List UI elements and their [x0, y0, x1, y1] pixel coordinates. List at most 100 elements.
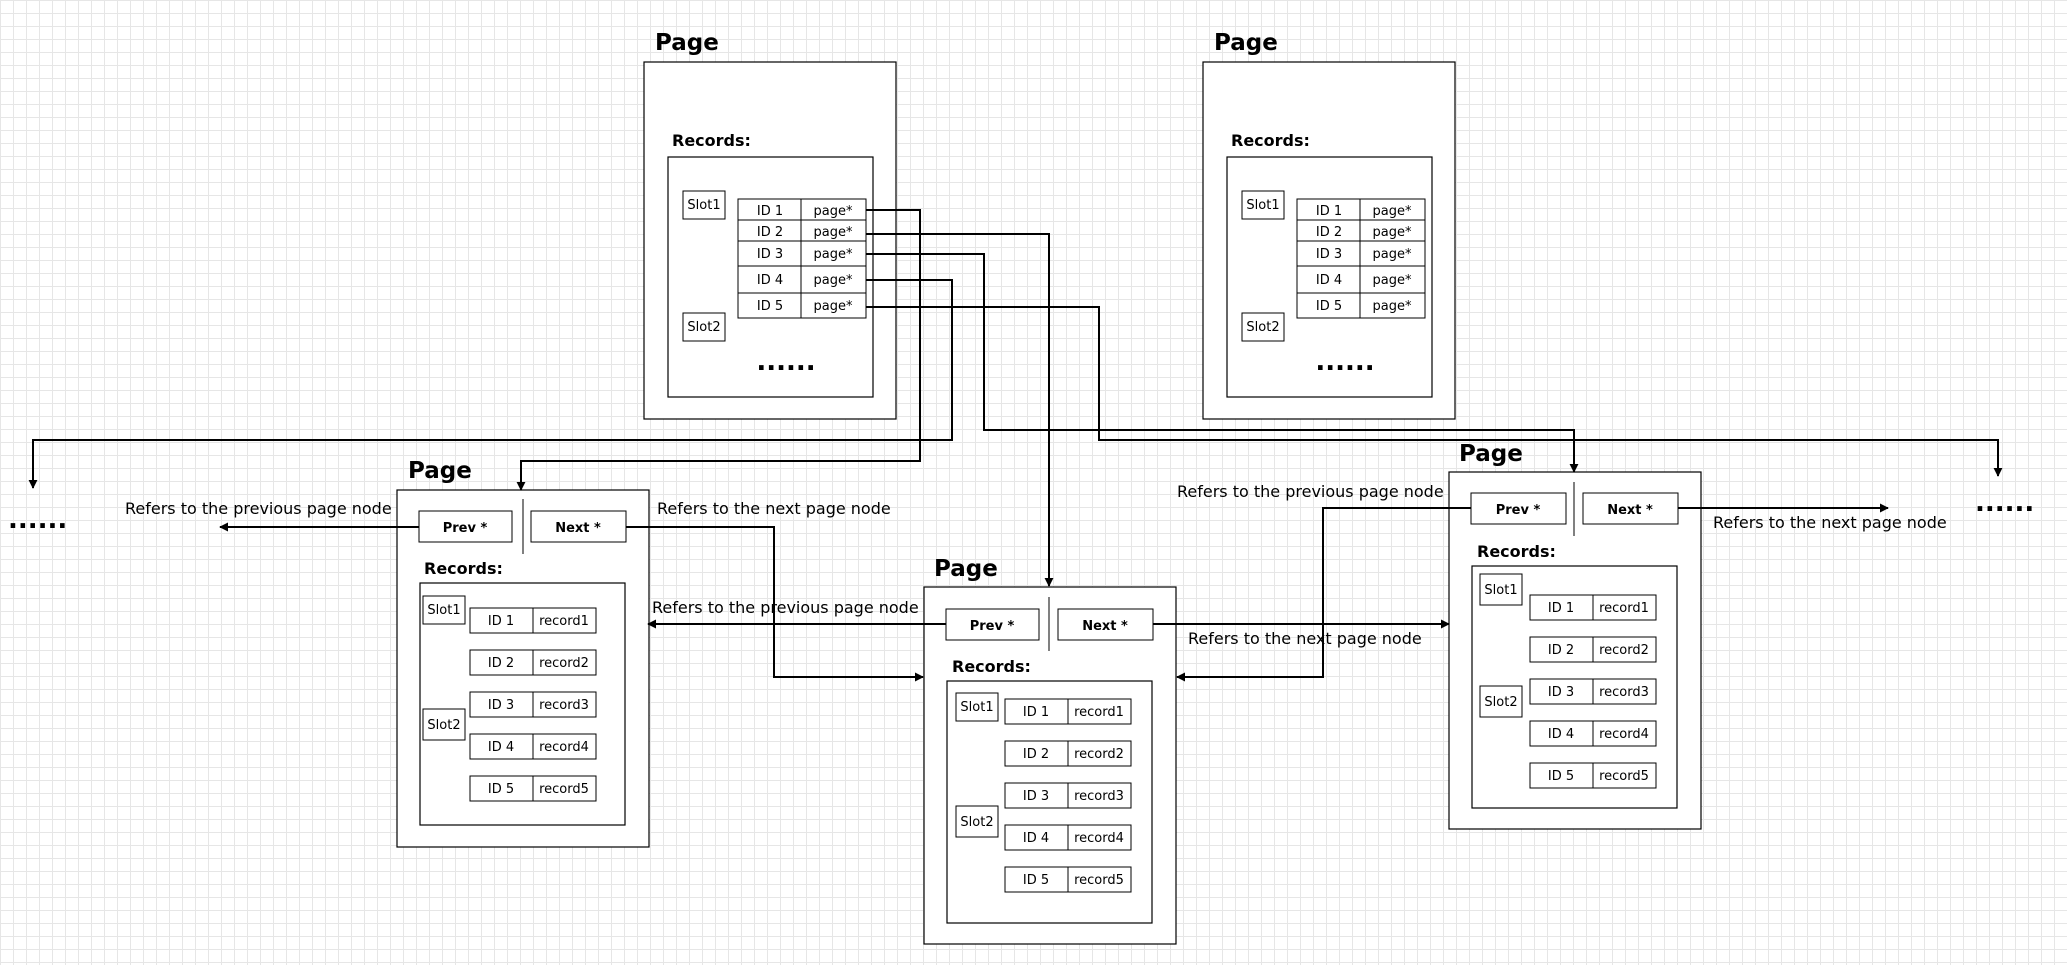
pointer-arrow-id1 — [516, 209, 921, 491]
prev-ref-label-right: Refers to the previous page node — [1177, 482, 1444, 501]
page-title: Page — [408, 458, 472, 484]
index-pointer: page* — [814, 299, 853, 314]
prev-ref-label-left: Refers to the previous page node — [125, 499, 392, 518]
record-id: ID 1 — [1548, 601, 1574, 616]
records-label: Records: — [952, 657, 1031, 676]
prev-pointer-label: Prev * — [443, 521, 488, 536]
index-id: ID 3 — [1316, 247, 1342, 262]
annotations: Refers to the previous page node Refers … — [8, 482, 2034, 648]
record-value: record1 — [539, 614, 589, 629]
prev-ref-label-middle: Refers to the previous page node — [652, 598, 919, 617]
record-id: ID 5 — [1548, 769, 1574, 784]
page-title: Page — [934, 556, 998, 582]
index-pointer: page* — [1373, 247, 1412, 262]
index-pointer: page* — [814, 225, 853, 240]
record-id: ID 3 — [488, 698, 514, 713]
slot2-label: Slot2 — [1484, 695, 1517, 710]
ellipsis: ...... — [1315, 347, 1374, 377]
record-value: record4 — [1599, 727, 1649, 742]
index-id: ID 5 — [1316, 299, 1342, 314]
record-table: ID 1 record1 ID 2 record2 ID 3 record3 I… — [469, 607, 597, 802]
record-id: ID 4 — [1023, 831, 1049, 846]
next-ref-label-middle: Refers to the next page node — [1188, 629, 1422, 648]
prev-pointer-label: Prev * — [1496, 503, 1541, 518]
slot2-label: Slot2 — [1246, 320, 1279, 335]
leaf-page-right: Page Prev * Next * Records: Slot1 Slot2 … — [1448, 441, 1702, 830]
ellipsis: ...... — [756, 347, 815, 377]
record-value: record2 — [1599, 643, 1649, 658]
prev-pointer-box — [1470, 492, 1567, 525]
record-id: ID 4 — [488, 740, 514, 755]
record-id: ID 3 — [1548, 685, 1574, 700]
next-pointer-label: Next * — [1607, 503, 1653, 518]
next-ref-label-left: Refers to the next page node — [657, 499, 891, 518]
connectors — [28, 209, 2003, 682]
record-value: record5 — [1599, 769, 1649, 784]
record-value: record2 — [539, 656, 589, 671]
record-value: record2 — [1074, 747, 1124, 762]
next-pointer-label: Next * — [1082, 619, 1128, 634]
record-value: record3 — [1599, 685, 1649, 700]
page-title: Page — [655, 30, 719, 56]
slot1-label: Slot1 — [1484, 583, 1517, 598]
record-value: record4 — [1074, 831, 1124, 846]
record-id: ID 1 — [488, 614, 514, 629]
index-id: ID 4 — [1316, 273, 1342, 288]
next-ref-label-right: Refers to the next page node — [1713, 513, 1947, 532]
records-label: Records: — [1477, 542, 1556, 561]
record-table: ID 1 record1 ID 2 record2 ID 3 record3 I… — [1004, 698, 1132, 893]
page-title: Page — [1214, 30, 1278, 56]
record-id: ID 1 — [1023, 705, 1049, 720]
index-id: ID 5 — [757, 299, 783, 314]
record-id: ID 4 — [1548, 727, 1574, 742]
record-value: record5 — [539, 782, 589, 797]
record-id: ID 2 — [1548, 643, 1574, 658]
record-value: record1 — [1599, 601, 1649, 616]
next-pointer-label: Next * — [555, 521, 601, 536]
record-id: ID 5 — [488, 782, 514, 797]
index-page-2: Page Records: Slot1 Slot2 ID 1 page* ID … — [1202, 30, 1456, 420]
pointer-arrow-id3 — [866, 253, 1579, 473]
next-link-left — [626, 526, 924, 682]
ellipsis-left: ...... — [8, 505, 67, 535]
index-id: ID 1 — [1316, 204, 1342, 219]
record-value: record5 — [1074, 873, 1124, 888]
record-value: record3 — [1074, 789, 1124, 804]
record-table: ID 1 record1 ID 2 record2 ID 3 record3 I… — [1529, 594, 1657, 789]
slot1-label: Slot1 — [427, 603, 460, 618]
slot1-label: Slot1 — [960, 700, 993, 715]
index-table: ID 1 page* ID 2 page* ID 3 page* ID 4 pa… — [1296, 198, 1426, 319]
prev-pointer-label: Prev * — [970, 619, 1015, 634]
index-pointer: page* — [814, 273, 853, 288]
record-id: ID 5 — [1023, 873, 1049, 888]
next-pointer-box — [530, 510, 627, 543]
records-label: Records: — [424, 559, 503, 578]
prev-link-right — [1176, 507, 1471, 682]
index-id: ID 1 — [757, 204, 783, 219]
index-id: ID 2 — [757, 225, 783, 240]
pointer-arrow-id2 — [866, 233, 1054, 587]
records-label: Records: — [672, 131, 751, 150]
leaf-page-left: Page Prev * Next * Records: Slot1 Slot2 … — [396, 458, 650, 848]
ellipsis-right: ...... — [1975, 488, 2034, 518]
record-value: record3 — [539, 698, 589, 713]
index-pointer: page* — [814, 247, 853, 262]
index-pointer: page* — [1373, 299, 1412, 314]
page-title: Page — [1459, 441, 1523, 467]
pointer-arrow-id4 — [28, 279, 953, 489]
slot2-label: Slot2 — [427, 718, 460, 733]
records-label: Records: — [1231, 131, 1310, 150]
index-id: ID 3 — [757, 247, 783, 262]
slot1-label: Slot1 — [1246, 198, 1279, 213]
slot1-label: Slot1 — [687, 198, 720, 213]
index-pointer: page* — [1373, 273, 1412, 288]
slot2-label: Slot2 — [687, 320, 720, 335]
prev-pointer-box — [418, 510, 513, 543]
index-id: ID 4 — [757, 273, 783, 288]
index-id: ID 2 — [1316, 225, 1342, 240]
index-pointer: page* — [1373, 204, 1412, 219]
index-table: ID 1 page* ID 2 page* ID 3 page* ID 4 pa… — [737, 198, 867, 319]
record-id: ID 2 — [1023, 747, 1049, 762]
index-page-1: Page Records: Slot1 Slot2 ID 1 page* ID … — [643, 30, 897, 420]
